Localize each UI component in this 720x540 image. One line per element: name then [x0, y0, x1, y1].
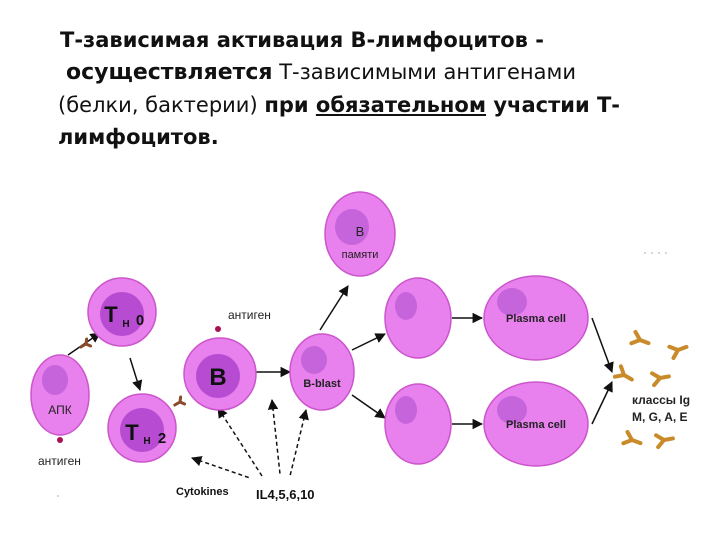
antibody-icon [654, 430, 676, 450]
b-memory-label-1: В [356, 224, 365, 239]
b-cell: B [183, 337, 257, 411]
antigen-bottom-label: антиген [38, 454, 81, 468]
plasma-cell-bottom: Plasma cell [483, 381, 589, 467]
decorative-dots [57, 252, 667, 497]
arrow-plasma-bottom-to-ig [591, 381, 613, 425]
heading: Т-зависимая активация В-лимфоцитов - осу… [58, 24, 700, 153]
antigen-fragment-2 [173, 395, 187, 407]
intermediate-cell-lower [384, 383, 452, 465]
ig-classes-label-2: М, G, A, E [632, 410, 688, 424]
antibody-icon [629, 329, 653, 351]
intermediate-cell-upper [384, 277, 452, 359]
plasma-cell-top: Plasma cell [483, 275, 589, 361]
arrow-bblast-to-lower-cell [351, 394, 386, 419]
th2-label-num: 2 [158, 430, 166, 447]
heading-line-3-c: участии Т- [486, 93, 621, 117]
antigen-top-label: антиген [228, 308, 271, 322]
b-blast-label: B-blast [303, 378, 341, 390]
th0-label-sub: Н [122, 319, 129, 330]
heading-line-2-bold: осуществляется [66, 60, 273, 85]
th2-cell: Т Н 2 [107, 393, 177, 463]
heading-line-3-b: при [264, 93, 316, 117]
arrow-th0-to-th2 [129, 357, 143, 392]
arrow-plasma-top-to-ig [591, 317, 614, 373]
antibody-icon [667, 339, 691, 361]
cytokine-arrows [191, 398, 309, 479]
antibody-icon [650, 368, 672, 388]
interleukins-label: IL4,5,6,10 [256, 487, 315, 502]
plasma-top-label: Plasma cell [506, 313, 566, 325]
heading-line-3: (белки, бактерии) при обязательном участ… [58, 89, 700, 121]
cytokine-arrow-1 [191, 456, 251, 479]
antigen-bottom-dot [57, 437, 63, 443]
cytokines-label: Cytokines [176, 486, 229, 498]
th0-cell: Т Н 0 [87, 277, 157, 347]
th0-label-t: Т [104, 302, 118, 327]
cytokine-arrow-4 [289, 408, 309, 477]
b-blast-cell: B-blast [289, 333, 355, 411]
cytokine-arrow-2 [217, 407, 263, 477]
b-memory-cell: В памяти [324, 191, 396, 277]
b-memory-label-2: памяти [342, 249, 379, 261]
th2-label-sub: Н [143, 436, 150, 447]
heading-line-3-a: (белки, бактерии) [58, 93, 265, 117]
apc-cell: АПК [30, 354, 90, 436]
th0-label-num: 0 [136, 312, 144, 329]
heading-line-2-rest: Т-зависимыми антигенами [272, 60, 576, 84]
ig-classes-label-1: классы Ig [632, 393, 690, 407]
b-cell-label: B [209, 364, 226, 391]
antigen-top-dot [215, 326, 221, 332]
heading-line-3-underlined: обязательном [315, 93, 487, 117]
plasma-bottom-label: Plasma cell [506, 419, 566, 431]
antigen-fragment-1 [79, 337, 93, 349]
heading-line-1: Т-зависимая активация В-лимфоцитов - [60, 28, 544, 52]
apc-label: АПК [48, 403, 71, 417]
cytokine-arrow-3 [267, 398, 281, 475]
th2-label-t: Т [125, 420, 139, 445]
heading-line-2: осуществляется Т-зависимыми антигенами [60, 56, 700, 89]
arrow-bblast-to-upper-cell [351, 333, 386, 351]
arrow-bblast-to-memory [319, 285, 349, 331]
heading-line-4: лимфоцитов. [58, 125, 219, 149]
antibody-icon [621, 429, 645, 451]
antibodies [612, 329, 691, 451]
antibody-icon [612, 364, 637, 387]
